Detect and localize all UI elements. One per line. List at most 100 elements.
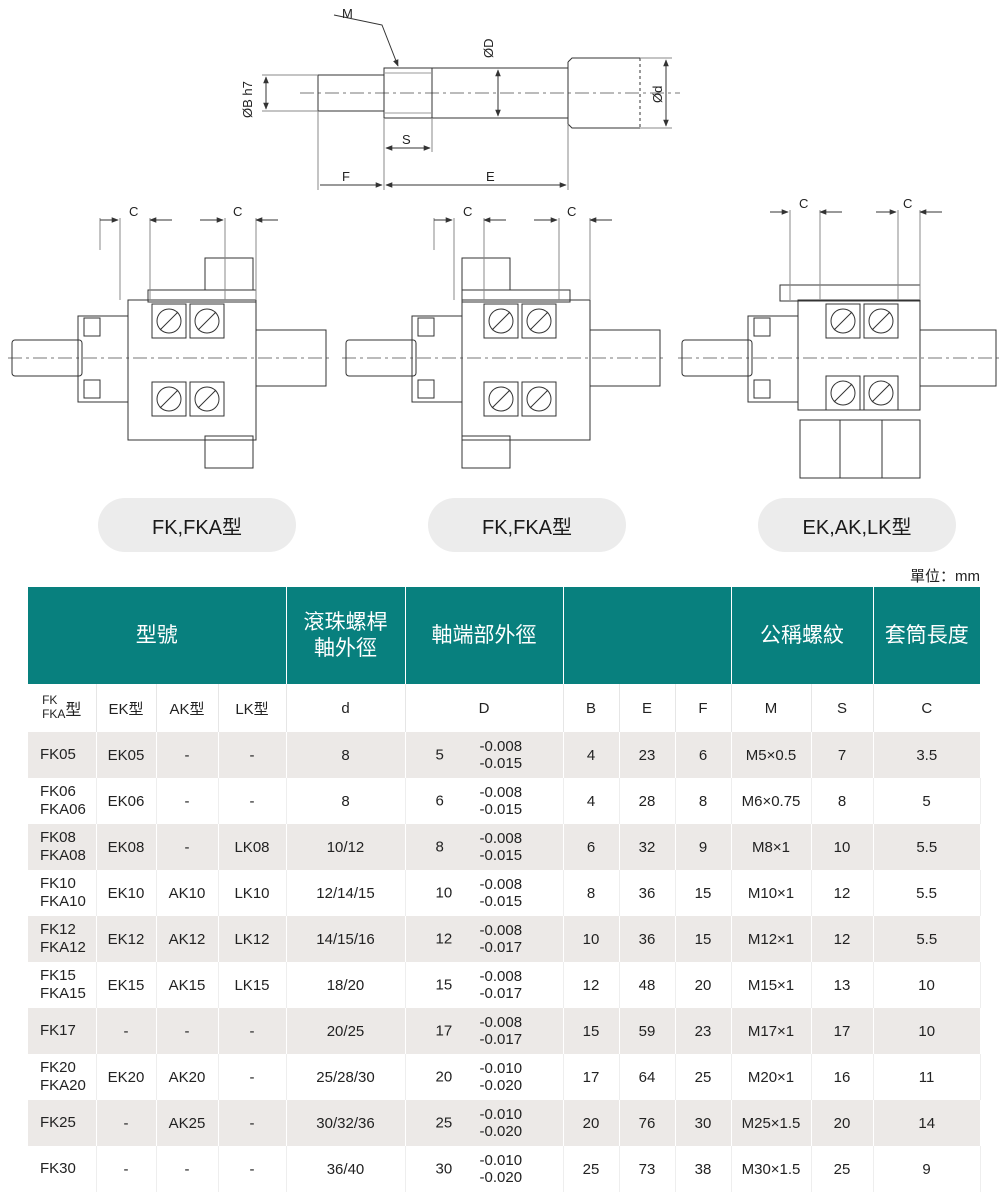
cell-ek: EK10: [96, 870, 157, 916]
assembly-drawing-fk-1: C C: [8, 204, 330, 469]
subheader-M: M: [731, 684, 812, 732]
cell-s: 12: [811, 916, 874, 962]
cell-fk: FK06 FKA06: [28, 778, 97, 824]
cell-d-outer: 30-0.010-0.020: [405, 1146, 564, 1192]
tolerance-lower: -0.020: [479, 1169, 523, 1186]
subheader-ek: EK型: [96, 684, 157, 732]
cell-ek: EK08: [96, 824, 157, 870]
cell-d-outer: 5-0.008-0.015: [405, 732, 564, 778]
cell-ak: -: [156, 1008, 219, 1054]
cell-ek: -: [96, 1100, 157, 1146]
cell-e: 48: [619, 962, 676, 1008]
cell-f: 9: [675, 824, 732, 870]
cell-m: M30×1.5: [731, 1146, 812, 1192]
tolerance-upper: -0.010: [479, 1151, 523, 1169]
tolerance-upper: -0.008: [479, 783, 523, 801]
cell-ak: -: [156, 732, 219, 778]
cell-s: 17: [811, 1008, 874, 1054]
subheader-fk-line2: FKA: [42, 707, 66, 721]
cell-ek: EK05: [96, 732, 157, 778]
cell-c: 14: [873, 1100, 981, 1146]
cell-ak: -: [156, 1146, 219, 1192]
assembly-drawing-fk-2: C C: [342, 204, 664, 469]
mount-type-label-ek: EK,AK,LK型: [758, 498, 956, 552]
cell-lk: LK10: [218, 870, 287, 916]
label-S: S: [402, 132, 411, 147]
cell-c: 11: [873, 1054, 981, 1100]
cell-f: 38: [675, 1146, 732, 1192]
cell-b: 20: [563, 1100, 620, 1146]
tolerance-upper: -0.010: [479, 1105, 523, 1123]
cell-c: 5.5: [873, 870, 981, 916]
end-od-value: 6: [435, 792, 444, 810]
cell-f: 15: [675, 870, 732, 916]
tolerance-lower: -0.015: [479, 847, 523, 864]
cell-fk: FK20 FKA20: [28, 1054, 97, 1100]
mount-type-label-fk-1: FK,FKA型: [98, 498, 296, 552]
tolerance-lower: -0.017: [479, 939, 523, 956]
tolerance-upper: -0.008: [479, 829, 523, 847]
mount-type-label-fk-2: FK,FKA型: [428, 498, 626, 552]
tolerance: -0.008-0.015: [480, 830, 523, 865]
cell-lk: -: [218, 1054, 287, 1100]
tolerance-lower: -0.017: [479, 1031, 523, 1048]
cell-d-outer: 17-0.008-0.017: [405, 1008, 564, 1054]
cell-d: 8: [286, 732, 406, 778]
cell-d: 25/28/30: [286, 1054, 406, 1100]
cell-f: 15: [675, 916, 732, 962]
cell-e: 59: [619, 1008, 676, 1054]
cell-c: 5.5: [873, 824, 981, 870]
cell-lk: -: [218, 778, 287, 824]
end-od-value: 15: [435, 976, 453, 994]
cell-lk: -: [218, 1008, 287, 1054]
end-od-value: 8: [435, 838, 444, 856]
cell-b: 8: [563, 870, 620, 916]
label-E: E: [486, 169, 495, 184]
cell-d: 30/32/36: [286, 1100, 406, 1146]
tolerance: -0.008-0.017: [480, 922, 523, 957]
tolerance-upper: -0.008: [479, 967, 523, 985]
cell-s: 16: [811, 1054, 874, 1100]
cell-d: 20/25: [286, 1008, 406, 1054]
tolerance-upper: -0.008: [479, 737, 523, 755]
cell-lk: -: [218, 732, 287, 778]
tolerance-upper: -0.008: [479, 1013, 523, 1031]
cell-fk: FK08 FKA08: [28, 824, 97, 870]
label-d: Ød: [650, 86, 665, 103]
cell-m: M20×1: [731, 1054, 812, 1100]
cell-ek: EK15: [96, 962, 157, 1008]
subheader-lk: LK型: [218, 684, 287, 732]
cell-fk: FK17: [28, 1008, 97, 1054]
tolerance-upper: -0.010: [479, 1059, 523, 1077]
cell-m: M17×1: [731, 1008, 812, 1054]
header-model: 型號: [28, 587, 287, 684]
subheader-d: d: [286, 684, 406, 732]
cell-d: 12/14/15: [286, 870, 406, 916]
cell-ek: EK20: [96, 1054, 157, 1100]
cell-b: 25: [563, 1146, 620, 1192]
cell-m: M25×1.5: [731, 1100, 812, 1146]
cell-e: 36: [619, 870, 676, 916]
cell-s: 25: [811, 1146, 874, 1192]
cell-m: M12×1: [731, 916, 812, 962]
cell-c: 9: [873, 1146, 981, 1192]
tolerance-lower: -0.017: [479, 985, 523, 1002]
cell-d-outer: 20-0.010-0.020: [405, 1054, 564, 1100]
table-header-band: 型號 滾珠螺桿 軸外徑 軸端部外徑 公稱螺紋 套筒長度: [28, 587, 981, 684]
cell-fk: FK05: [28, 732, 97, 778]
cell-b: 4: [563, 732, 620, 778]
technical-drawings: M ØD ØB h7 Ød S F E C C: [8, 6, 1000, 479]
cell-ak: AK25: [156, 1100, 219, 1146]
cell-b: 17: [563, 1054, 620, 1100]
cell-m: M5×0.5: [731, 732, 812, 778]
cell-e: 28: [619, 778, 676, 824]
cell-b: 10: [563, 916, 620, 962]
cell-f: 25: [675, 1054, 732, 1100]
cell-d: 14/15/16: [286, 916, 406, 962]
header-shaft-od: 滾珠螺桿 軸外徑: [286, 587, 406, 684]
